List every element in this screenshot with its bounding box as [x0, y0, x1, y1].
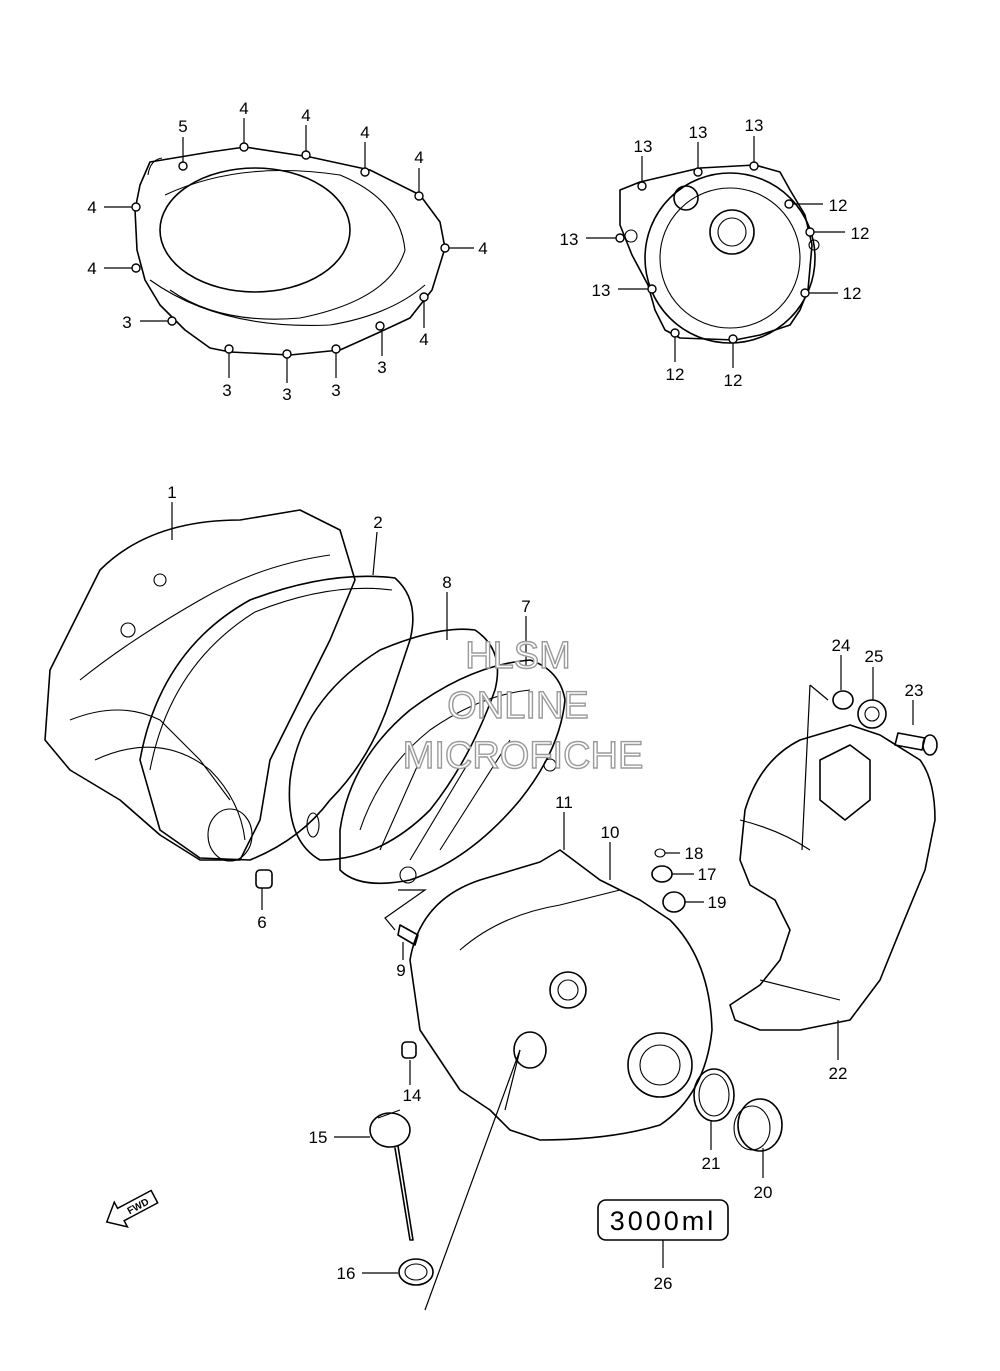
callout-4: 4 [414, 148, 423, 167]
callout-26: 26 [654, 1274, 673, 1293]
callout-10: 10 [601, 823, 620, 842]
bolt-markers [131, 142, 815, 359]
o-ring-part-21 [693, 1068, 735, 1122]
callout-16: 16 [337, 1264, 356, 1283]
callout-3: 3 [282, 385, 291, 404]
callout-13: 13 [634, 137, 653, 156]
washer-part-17 [651, 865, 673, 883]
callout-5: 5 [178, 117, 187, 136]
dowel-part-14 [401, 1041, 417, 1059]
assembly-lines [384, 684, 829, 1311]
callout-3: 3 [122, 313, 131, 332]
callout-25: 25 [865, 647, 884, 666]
gasket-part-2 [139, 575, 414, 861]
callout-7: 7 [521, 597, 530, 616]
plug-part-20 [733, 1098, 783, 1152]
callout-13: 13 [592, 281, 611, 300]
magneto-cover-part-11 [409, 849, 713, 1141]
callout-12: 12 [851, 224, 870, 243]
callout-13: 13 [689, 123, 708, 142]
callout-19: 19 [708, 893, 727, 912]
callout-4: 4 [419, 330, 428, 349]
callout-4: 4 [301, 106, 310, 125]
callout-labels: 4 4 4 4 5 4 4 4 4 3 3 3 3 3 13 13 13 13 … [87, 99, 923, 1293]
callout-13: 13 [560, 230, 579, 249]
callout-12: 12 [724, 371, 743, 390]
callout-4: 4 [360, 123, 369, 142]
callout-15: 15 [309, 1128, 328, 1147]
ring-part-18 [654, 848, 666, 858]
bolt-part-9 [397, 924, 419, 946]
callout-2: 2 [373, 513, 382, 532]
callout-9: 9 [396, 961, 405, 980]
bolt-part-23 [894, 732, 938, 756]
capacity-tag: 3000ml [597, 1199, 729, 1241]
clutch-cover-outline [134, 146, 446, 356]
callout-4: 4 [87, 259, 96, 278]
fwd-arrow: FWD [105, 1189, 159, 1228]
callout-4: 4 [239, 99, 248, 118]
callout-11: 11 [555, 793, 573, 812]
capacity-tag-text: 3000ml [610, 1206, 717, 1236]
dipstick-part-15 [369, 1109, 414, 1241]
callout-12: 12 [829, 196, 848, 215]
small-parts [255, 690, 938, 1286]
watermark-line-2: ONLINE [447, 685, 588, 727]
o-ring-part-16 [398, 1258, 434, 1286]
callout-3: 3 [331, 381, 340, 400]
callout-4: 4 [87, 198, 96, 217]
callout-8: 8 [442, 573, 451, 592]
callout-21: 21 [702, 1154, 721, 1173]
callout-12: 12 [666, 365, 685, 384]
callout-23: 23 [905, 681, 924, 700]
crankcase-cover-part-1 [44, 509, 356, 862]
fwd-arrow-text: FWD [126, 1197, 151, 1217]
callout-14: 14 [403, 1086, 422, 1105]
watermark: HLSM ONLINE MICROFICHE [402, 634, 644, 777]
cap-part-24 [832, 690, 854, 710]
callout-18: 18 [685, 844, 704, 863]
callout-12: 12 [843, 284, 862, 303]
cover-part-22 [729, 724, 936, 1031]
gasket-part-8 [288, 628, 499, 861]
dowel-part-6 [255, 869, 273, 889]
callout-1: 1 [167, 483, 176, 502]
callout-6: 6 [257, 913, 266, 932]
plate-part-7 [339, 659, 566, 885]
grommet-part-25 [857, 699, 887, 729]
seal-part-19 [662, 891, 686, 913]
callout-3: 3 [222, 381, 231, 400]
callout-3: 3 [377, 358, 386, 377]
callout-24: 24 [832, 636, 851, 655]
callout-22: 22 [829, 1064, 848, 1083]
leader-lines [104, 118, 914, 1274]
callout-20: 20 [754, 1183, 773, 1202]
stator-cover-outline [619, 164, 820, 344]
watermark-line-3: MICROFICHE [403, 735, 644, 777]
callout-17: 17 [698, 865, 717, 884]
callout-4: 4 [478, 239, 487, 258]
callout-13: 13 [745, 116, 764, 135]
watermark-line-1: HLSM [465, 635, 571, 677]
